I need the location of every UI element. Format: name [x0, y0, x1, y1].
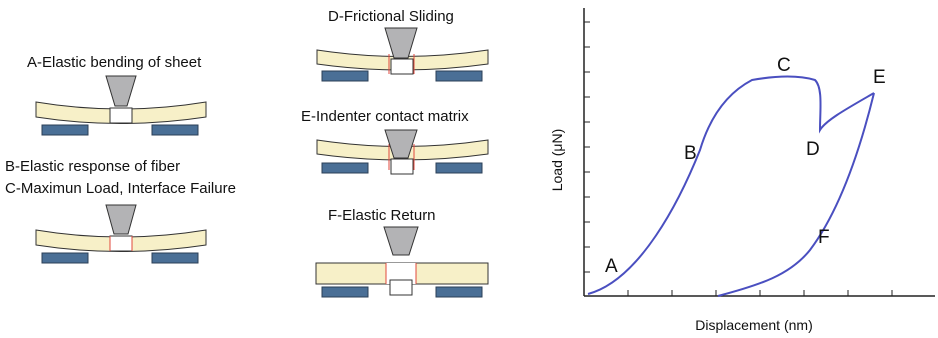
panel-e-label: E-Indenter contact matrix [301, 108, 469, 125]
panel-a: A-Elastic bending of sheet [27, 54, 207, 136]
panel-e-support-right [435, 162, 483, 174]
panel-a-support-right [151, 124, 199, 136]
panel-d-indenter [384, 27, 418, 59]
panel-f: F-Elastic Return [315, 207, 489, 298]
y-axis-ticks [584, 21, 590, 273]
point-f-label: F [818, 227, 830, 248]
panel-d-support-right [435, 70, 483, 82]
point-c-label: C [777, 55, 791, 76]
point-e-label: E [873, 67, 886, 88]
x-axis-ticks [627, 290, 893, 296]
panel-bc-fiber [109, 235, 133, 252]
panel-f-support-right [435, 286, 483, 298]
panel-f-support-left [321, 286, 369, 298]
panel-e-indenter [384, 129, 418, 159]
load-displacement-plot: A B C D E F Displacement (nm) Load (μN) [549, 8, 935, 333]
point-d-label: D [806, 139, 820, 160]
panel-bc-indenter [105, 204, 137, 235]
panel-a-fiber [109, 107, 133, 124]
point-b-label: B [684, 143, 697, 164]
x-axis-label: Displacement (nm) [695, 317, 812, 333]
panel-f-fiber-gap [386, 263, 416, 284]
point-a-label: A [605, 256, 618, 277]
panel-d-support-left [321, 70, 369, 82]
panel-f-indenter [383, 226, 419, 256]
panel-bc-support-right [151, 252, 199, 264]
panel-a-label: A-Elastic bending of sheet [27, 54, 202, 71]
panel-a-indenter [105, 75, 137, 107]
panel-d-label: D-Frictional Sliding [328, 8, 454, 25]
panel-f-fiber [389, 279, 413, 296]
panel-bc-label-2: C-Maximun Load, Interface Failure [5, 180, 236, 197]
panel-d-fiber [390, 58, 414, 75]
panel-bc-support-left [41, 252, 89, 264]
panel-bc: B-Elastic response of fiber C-Maximun Lo… [5, 158, 236, 264]
panel-bc-label-1: B-Elastic response of fiber [5, 158, 180, 175]
panel-e: E-Indenter contact matrix [301, 108, 489, 175]
y-axis-label: Load (μN) [549, 129, 565, 192]
panel-d: D-Frictional Sliding [316, 8, 489, 82]
loading-curve [587, 75, 875, 295]
panel-e-support-left [321, 162, 369, 174]
unloading-curve [717, 92, 875, 297]
panel-e-fiber [390, 158, 414, 175]
panel-a-support-left [41, 124, 89, 136]
panel-f-label: F-Elastic Return [328, 207, 436, 224]
